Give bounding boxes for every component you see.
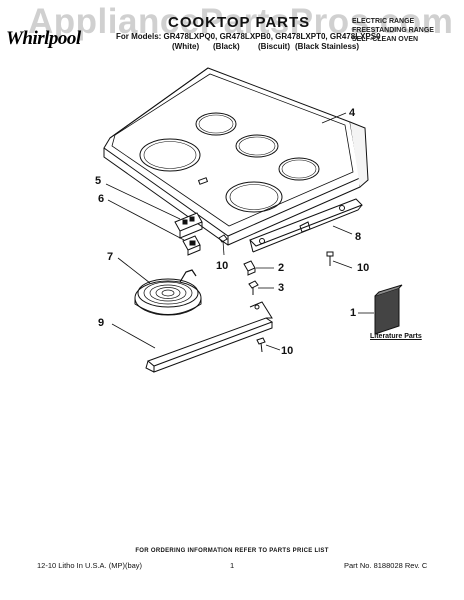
part-10-screw-bottom xyxy=(256,337,281,353)
part-10-screw-middle xyxy=(218,234,228,256)
color-label-biscuit: (Biscuit) xyxy=(258,42,290,51)
callout-4: 4 xyxy=(349,107,356,119)
model-list: For Models: GR478LXPQ0, GR478LXPB0, GR47… xyxy=(116,32,381,41)
callout-7: 7 xyxy=(107,251,114,263)
part-1-literature xyxy=(358,284,403,335)
callout-9: 9 xyxy=(98,317,105,329)
callout-10-middle: 10 xyxy=(216,260,229,272)
callout-2: 2 xyxy=(278,262,285,274)
part-6-switch-knob xyxy=(107,199,201,256)
part-7-surface-element xyxy=(117,257,202,316)
color-label-black: (Black) xyxy=(213,42,240,51)
part-5-switch-housing xyxy=(105,183,203,239)
part-9-bracket xyxy=(111,301,274,373)
part-8-bracket xyxy=(249,198,363,253)
range-description-line3: SELF-CLEAN OVEN xyxy=(352,36,419,43)
callout-5: 5 xyxy=(95,175,102,187)
color-label-black-stainless: (Black Stainless) xyxy=(295,42,360,51)
literature-parts-label: Literature Parts xyxy=(370,333,422,340)
callout-3: 3 xyxy=(278,282,285,294)
color-label-white: (White) xyxy=(172,42,200,51)
callout-8: 8 xyxy=(355,231,362,243)
part-2-clip xyxy=(243,260,274,276)
page-number: 1 xyxy=(230,561,235,570)
surface-burners xyxy=(139,112,320,213)
callout-6: 6 xyxy=(98,193,105,205)
callout-10-right: 10 xyxy=(357,262,370,274)
part-10-screw-right xyxy=(326,251,353,269)
brand-logo: Whirlpool xyxy=(6,28,81,49)
range-description-line1: ELECTRIC RANGE xyxy=(352,18,415,25)
page-title: COOKTOP PARTS xyxy=(168,14,311,31)
watermark: AppliancePartsPros.com xyxy=(28,2,454,41)
range-description-line2: FREESTANDING RANGE xyxy=(352,27,434,34)
callout-10-bottom: 10 xyxy=(281,345,294,357)
litho-text: 12-10 Litho In U.S.A. (MP)(bay) xyxy=(37,561,143,570)
ordering-note: FOR ORDERING INFORMATION REFER TO PARTS … xyxy=(135,548,329,554)
part-number: Part No. 8188028 Rev. C xyxy=(344,561,428,570)
callout-1: 1 xyxy=(350,307,357,319)
part-3-screw xyxy=(248,280,274,295)
cooktop-panel xyxy=(103,67,369,246)
